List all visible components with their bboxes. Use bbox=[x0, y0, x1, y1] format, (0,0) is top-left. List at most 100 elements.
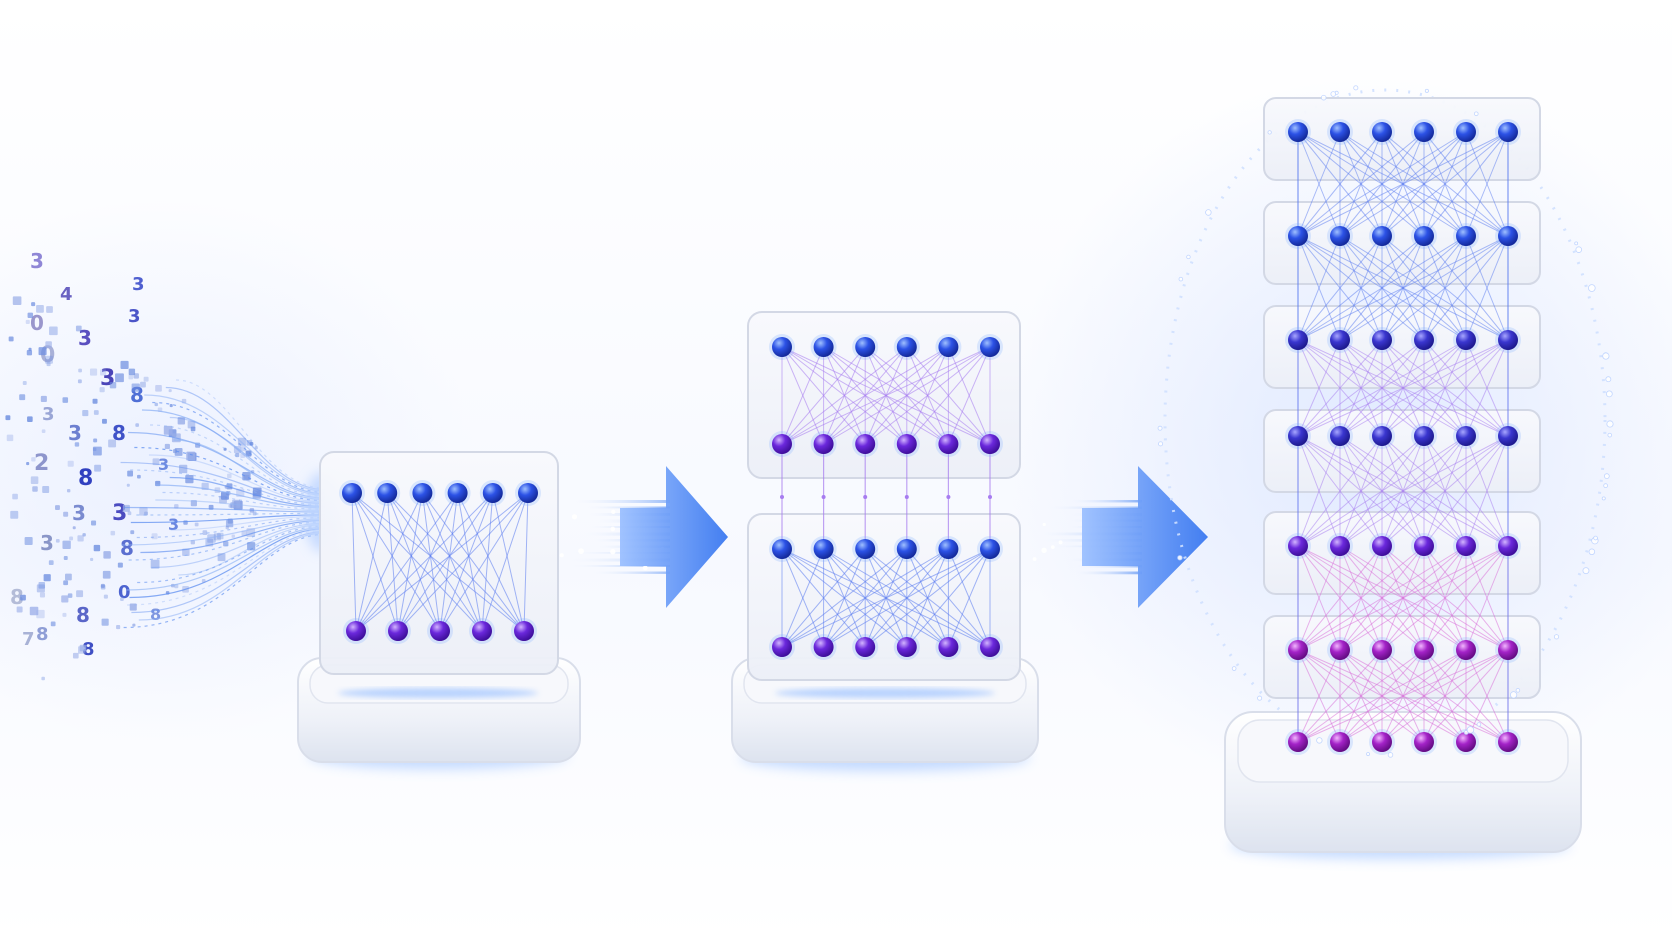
data-particle bbox=[89, 368, 98, 376]
arrow-streak bbox=[567, 500, 670, 503]
data-particle bbox=[115, 373, 124, 383]
data-particle bbox=[217, 553, 226, 562]
data-digit: 8 bbox=[76, 603, 90, 627]
data-particle bbox=[92, 446, 102, 456]
aura-sparkle bbox=[1602, 352, 1610, 360]
sparkle bbox=[571, 514, 578, 520]
data-particle bbox=[135, 423, 139, 427]
connection-line bbox=[1465, 339, 1509, 437]
data-particle bbox=[93, 438, 98, 443]
network-node bbox=[855, 337, 876, 357]
data-particle bbox=[182, 548, 190, 557]
arrow-streak bbox=[586, 571, 670, 574]
connection-line bbox=[864, 548, 991, 648]
data-particle bbox=[128, 374, 134, 380]
network-node bbox=[1372, 226, 1392, 246]
connection-line bbox=[781, 548, 866, 648]
arrow-head bbox=[1082, 466, 1208, 608]
network-node bbox=[1498, 732, 1518, 752]
data-particle bbox=[116, 624, 121, 630]
stream-line bbox=[155, 499, 326, 512]
network-node bbox=[1414, 536, 1434, 556]
network-node bbox=[855, 637, 876, 657]
network-node bbox=[1414, 330, 1434, 350]
aura-sparkle bbox=[1177, 555, 1183, 561]
network-node bbox=[1372, 426, 1392, 446]
data-particle bbox=[101, 618, 109, 626]
network-node bbox=[1456, 640, 1476, 660]
data-particle bbox=[63, 580, 69, 586]
connection-line bbox=[1297, 649, 1341, 743]
data-particle bbox=[24, 536, 33, 545]
data-particle bbox=[163, 425, 173, 435]
data-particle bbox=[36, 609, 45, 619]
connection-line bbox=[1381, 339, 1509, 437]
data-particle bbox=[143, 376, 149, 382]
connection-line bbox=[439, 492, 459, 632]
aura-sparkle bbox=[1205, 209, 1212, 216]
data-particle bbox=[110, 530, 116, 536]
arrow-streak bbox=[580, 506, 670, 509]
data-particle bbox=[8, 336, 14, 342]
stream-line bbox=[124, 506, 326, 513]
network-node bbox=[772, 434, 792, 454]
connection-line bbox=[351, 492, 399, 632]
data-digit: 3 bbox=[72, 501, 86, 525]
connection-line bbox=[1297, 339, 1467, 437]
stream-line bbox=[127, 529, 326, 606]
arrow-streak bbox=[562, 558, 670, 562]
data-particle bbox=[94, 464, 102, 472]
data-particle bbox=[49, 326, 58, 336]
connection-line bbox=[1297, 435, 1341, 547]
network-node bbox=[1456, 426, 1476, 446]
data-particle bbox=[109, 381, 117, 389]
data-particle bbox=[29, 606, 39, 616]
stream-line bbox=[170, 515, 326, 531]
data-particle bbox=[5, 415, 11, 421]
aura-sparkle bbox=[1320, 94, 1327, 101]
connection-line bbox=[1297, 649, 1383, 743]
sparkle bbox=[610, 526, 616, 532]
stream-line bbox=[178, 524, 326, 576]
data-digit: 8 bbox=[36, 624, 49, 645]
data-particle bbox=[194, 522, 199, 527]
connection-line bbox=[1339, 339, 1509, 437]
aura-sparkle bbox=[1186, 254, 1191, 260]
connection-line bbox=[386, 492, 525, 632]
network-node bbox=[980, 434, 1000, 454]
aura-sparkle bbox=[1603, 483, 1608, 489]
connection-line bbox=[1297, 131, 1509, 237]
connection-line bbox=[421, 492, 483, 632]
connection-line bbox=[823, 346, 991, 445]
network-node bbox=[1414, 426, 1434, 446]
data-particle bbox=[74, 442, 80, 447]
data-particle bbox=[120, 597, 124, 601]
stream-line bbox=[137, 525, 326, 584]
connection-line bbox=[1423, 545, 1509, 651]
aura-sparkle bbox=[1582, 567, 1590, 575]
data-particle bbox=[132, 623, 136, 627]
network-node bbox=[896, 337, 917, 357]
data-particle bbox=[245, 450, 252, 457]
network-node bbox=[1498, 122, 1518, 142]
data-particle bbox=[32, 486, 38, 492]
aura-sparkle bbox=[1257, 695, 1263, 701]
data-particle bbox=[41, 429, 46, 433]
data-digit: 8 bbox=[10, 585, 24, 609]
data-particle bbox=[65, 573, 72, 581]
data-digit: 0 bbox=[30, 311, 44, 335]
network-node bbox=[855, 434, 876, 454]
connection-line bbox=[1423, 131, 1509, 237]
data-particle bbox=[128, 368, 136, 376]
connection-line bbox=[781, 548, 949, 648]
data-particle bbox=[91, 520, 97, 526]
stream-line bbox=[130, 514, 326, 524]
connection-line bbox=[1423, 649, 1509, 743]
data-particle bbox=[72, 652, 79, 659]
data-particle bbox=[93, 410, 99, 415]
data-particle bbox=[25, 319, 30, 325]
connection-line bbox=[397, 492, 494, 632]
data-particle bbox=[103, 594, 108, 599]
connection-line bbox=[1465, 649, 1509, 743]
